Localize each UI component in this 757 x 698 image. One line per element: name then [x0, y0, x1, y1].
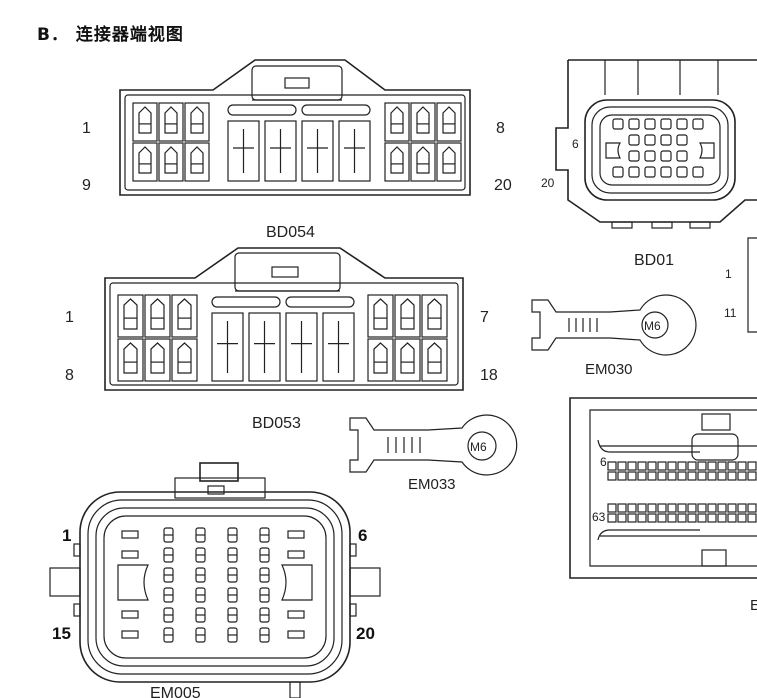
- bd054-pin-20: 20: [494, 177, 512, 194]
- bd01-label: BD01: [634, 252, 674, 269]
- connector-bd01: 6 20 BD01: [541, 59, 757, 269]
- bd054-pin-8: 8: [496, 120, 505, 137]
- connector-bd054: 1 9 8 20 BD054: [82, 59, 512, 241]
- partial-pin-1: 1: [725, 267, 732, 281]
- connector-ecu: 6 63 E: [569, 397, 757, 614]
- bd053-pin-1: 1: [65, 309, 74, 326]
- em005-pin-6: 6: [358, 526, 367, 545]
- terminal-em033: M6 EM033: [349, 414, 518, 493]
- terminal-em030: M6 EM030: [531, 294, 697, 378]
- bd054-pin-9: 9: [82, 177, 91, 194]
- connector-bd053: 1 8 7 18 BD053: [65, 247, 498, 432]
- bd053-label: BD053: [252, 415, 301, 432]
- bd053-pin-8: 8: [65, 367, 74, 384]
- connector-partial-right: 1 11: [724, 237, 757, 333]
- bd054-pin-1: 1: [82, 120, 91, 137]
- em030-stud: M6: [644, 319, 661, 333]
- bd053-pin-7: 7: [480, 309, 489, 326]
- em005-label: EM005: [150, 685, 201, 698]
- bd053-pin-18: 18: [480, 367, 498, 384]
- ecu-edge-letter: E: [750, 597, 757, 614]
- bd01-pin-6: 6: [572, 137, 579, 151]
- page-title: B． 连接器端视图: [37, 25, 184, 45]
- ecu-pin-63: 63: [592, 510, 606, 524]
- em005-pin-15: 15: [52, 624, 71, 643]
- ecu-pin-6: 6: [600, 455, 607, 469]
- em030-label: EM030: [585, 361, 633, 378]
- bd01-pin-20: 20: [541, 176, 555, 190]
- connector-em005: 1 6 15 20 EM005: [49, 462, 381, 698]
- bd054-label: BD054: [266, 224, 315, 241]
- em005-pin-20: 20: [356, 624, 375, 643]
- partial-pin-11: 11: [724, 306, 737, 320]
- em033-label: EM033: [408, 476, 456, 493]
- em033-stud: M6: [470, 440, 487, 454]
- em005-pin-1: 1: [62, 526, 71, 545]
